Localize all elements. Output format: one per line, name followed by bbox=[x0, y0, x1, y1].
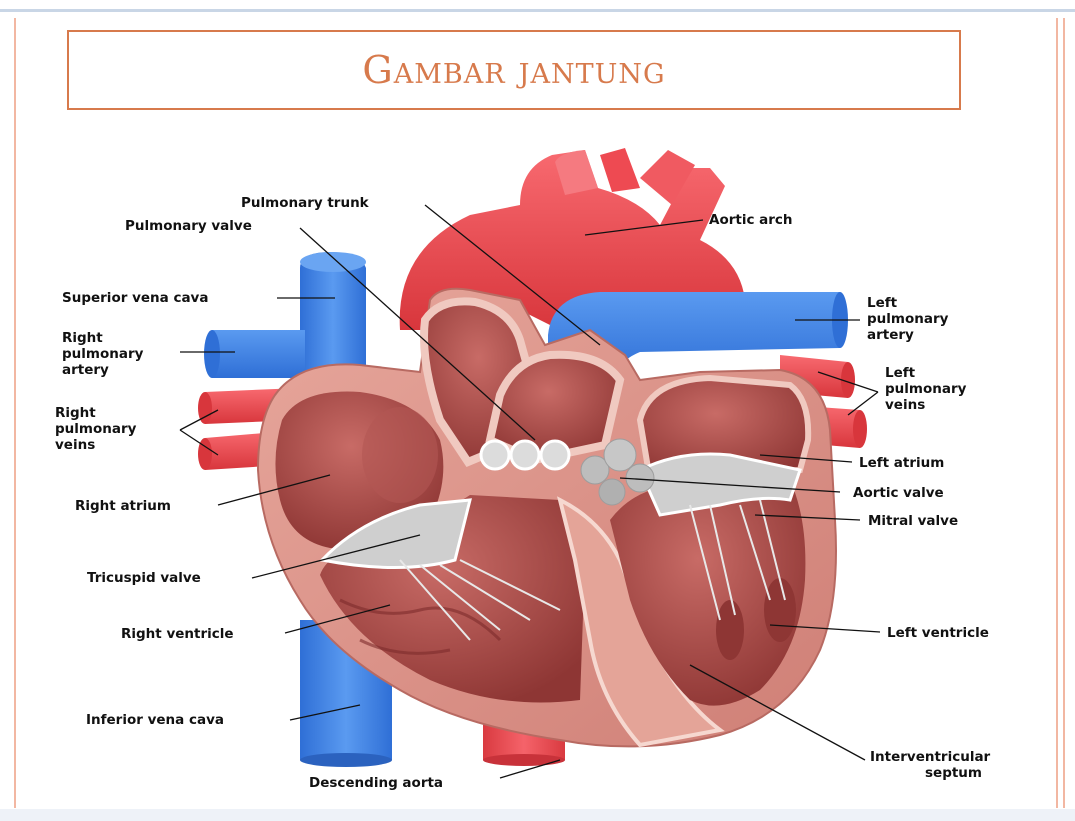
label-mitral-valve: Mitral valve bbox=[868, 513, 958, 529]
label-right-pulmonary-artery-3: artery bbox=[62, 362, 109, 378]
bottom-bar bbox=[0, 809, 1075, 821]
label-interventricular-septum-2: septum bbox=[925, 765, 982, 781]
label-right-pulmonary-veins-2: pulmonary bbox=[55, 421, 137, 437]
label-aortic-valve: Aortic valve bbox=[853, 485, 944, 501]
label-left-pulmonary-veins-2: pulmonary bbox=[885, 381, 967, 397]
label-left-pulmonary-veins-3: veins bbox=[885, 397, 925, 413]
label-left-pulmonary-artery-3: artery bbox=[867, 327, 914, 343]
label-pulmonary-trunk: Pulmonary trunk bbox=[241, 195, 370, 211]
label-descending-aorta: Descending aorta bbox=[309, 775, 443, 791]
label-left-pulmonary-veins-1: Left bbox=[885, 365, 916, 381]
label-superior-vena-cava: Superior vena cava bbox=[62, 290, 208, 306]
label-left-pulmonary-artery-1: Left bbox=[867, 295, 898, 311]
label-aortic-arch: Aortic arch bbox=[709, 212, 793, 228]
right-pulmonary-artery-vessel bbox=[204, 330, 305, 378]
label-right-pulmonary-artery-2: pulmonary bbox=[62, 346, 144, 362]
label-left-ventricle: Left ventricle bbox=[887, 625, 989, 641]
label-right-pulmonary-artery-1: Right bbox=[62, 330, 103, 346]
label-right-pulmonary-veins-1: Right bbox=[55, 405, 96, 421]
label-right-pulmonary-veins-3: veins bbox=[55, 437, 95, 453]
label-inferior-vena-cava: Inferior vena cava bbox=[86, 712, 224, 728]
label-pulmonary-valve: Pulmonary valve bbox=[125, 218, 252, 234]
label-left-pulmonary-artery-2: pulmonary bbox=[867, 311, 949, 327]
label-tricuspid-valve: Tricuspid valve bbox=[87, 570, 201, 586]
label-right-atrium: Right atrium bbox=[75, 498, 171, 514]
label-right-ventricle: Right ventricle bbox=[121, 626, 234, 642]
label-left-atrium: Left atrium bbox=[859, 455, 944, 471]
label-interventricular-septum-1: Interventricular bbox=[870, 749, 991, 765]
pulmonary-valve-structure bbox=[481, 441, 569, 469]
